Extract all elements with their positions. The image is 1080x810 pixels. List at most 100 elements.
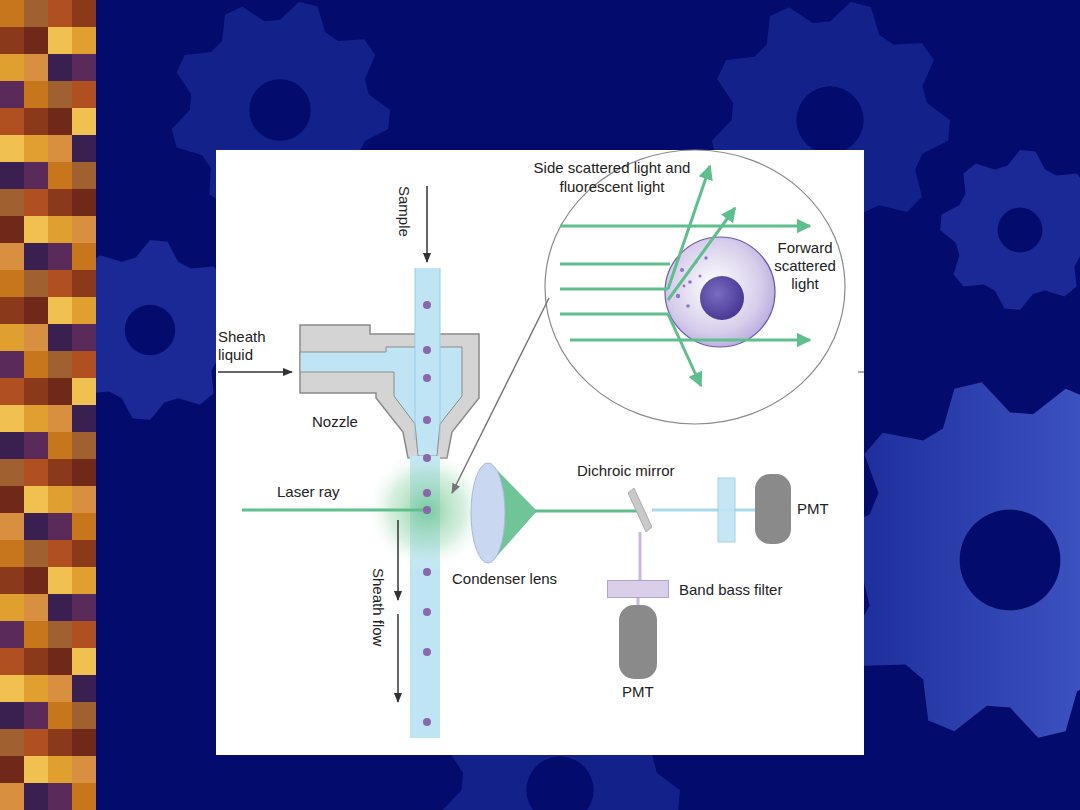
- texture-block: [24, 135, 48, 162]
- texture-block: [72, 270, 96, 297]
- flow-arrow: [397, 614, 399, 702]
- cell-dot: [423, 416, 431, 424]
- cell-dot: [423, 374, 431, 382]
- texture-block: [72, 135, 96, 162]
- texture-block: [0, 270, 24, 297]
- texture-block: [24, 405, 48, 432]
- texture-block: [72, 216, 96, 243]
- gear-shape: [940, 150, 1080, 310]
- texture-block: [0, 594, 24, 621]
- texture-block: [72, 486, 96, 513]
- texture-block: [0, 486, 24, 513]
- texture-block: [48, 27, 72, 54]
- texture-block: [24, 783, 48, 810]
- texture-block: [48, 459, 72, 486]
- inlet-label: Sheath liquid: [218, 328, 280, 364]
- pmt-detector: PMT: [755, 474, 791, 544]
- texture-block: [0, 351, 24, 378]
- mirror-shape: [628, 488, 652, 532]
- texture-block: [0, 540, 24, 567]
- texture-block: [48, 486, 72, 513]
- texture-block: [24, 108, 48, 135]
- band-pass-filter: Band bass filter: [607, 580, 669, 598]
- light-path: [639, 532, 642, 580]
- texture-block: [72, 756, 96, 783]
- texture-block: [0, 378, 24, 405]
- texture-block: [0, 216, 24, 243]
- texture-block: [48, 405, 72, 432]
- texture-block: [24, 702, 48, 729]
- texture-block: [0, 459, 24, 486]
- texture-block: [48, 648, 72, 675]
- texture-block: [72, 621, 96, 648]
- texture-block: [48, 0, 72, 27]
- texture-block: [0, 783, 24, 810]
- texture-block: [48, 351, 72, 378]
- dichroic-mirror: Dichroic mirror: [628, 488, 652, 532]
- texture-block: [48, 81, 72, 108]
- node-label: PMT: [797, 500, 829, 518]
- texture-block: [72, 324, 96, 351]
- texture-block: [24, 81, 48, 108]
- mirror-glass: [628, 488, 652, 532]
- texture-block: [24, 729, 48, 756]
- cell-dot: [423, 718, 431, 726]
- texture-block: [72, 540, 96, 567]
- texture-block: [0, 567, 24, 594]
- texture-block: [48, 243, 72, 270]
- texture-block: [0, 405, 24, 432]
- texture-block: [0, 513, 24, 540]
- texture-block: [24, 351, 48, 378]
- texture-block: [0, 729, 24, 756]
- gear-decoration: [60, 2, 1080, 810]
- texture-block: [0, 27, 24, 54]
- texture-block: [0, 324, 24, 351]
- texture-block: [0, 297, 24, 324]
- texture-block: [48, 432, 72, 459]
- texture-block: [72, 702, 96, 729]
- part-label: Condenser lens: [452, 570, 557, 588]
- texture-block: [48, 621, 72, 648]
- texture-block: [48, 702, 72, 729]
- texture-block: [24, 513, 48, 540]
- texture-block: [24, 270, 48, 297]
- cell-dot: [423, 489, 431, 497]
- nozzle-channel: [300, 347, 462, 456]
- nozzle-body: [300, 325, 479, 458]
- texture-block: [72, 567, 96, 594]
- texture-block: [48, 135, 72, 162]
- texture-block: [48, 513, 72, 540]
- texture-block: [72, 783, 96, 810]
- node-label: PMT: [622, 683, 654, 701]
- texture-block: [24, 486, 48, 513]
- texture-block: [72, 378, 96, 405]
- scatter-rays: [560, 166, 810, 386]
- texture-block: [24, 27, 48, 54]
- texture-block: [24, 432, 48, 459]
- cell-dot: [423, 506, 431, 514]
- texture-block: [0, 432, 24, 459]
- light-label: Side scattered light and fluorescent lig…: [532, 158, 692, 196]
- cells: [423, 301, 431, 726]
- gear-shape: [60, 240, 240, 420]
- texture-block: [0, 702, 24, 729]
- texture-block: [48, 216, 72, 243]
- texture-block: [72, 297, 96, 324]
- texture-block: [72, 243, 96, 270]
- condenser-lens: [471, 463, 505, 563]
- cell-dot: [423, 648, 431, 656]
- texture-block: [72, 432, 96, 459]
- texture-block: [72, 0, 96, 27]
- node-label: Dichroic mirror: [577, 462, 675, 480]
- texture-strip: [0, 0, 96, 810]
- cell-dot: [423, 346, 431, 354]
- optical-filter: [718, 478, 735, 542]
- texture-block: [72, 405, 96, 432]
- texture-block: [24, 162, 48, 189]
- texture-block: [48, 189, 72, 216]
- texture-block: [24, 378, 48, 405]
- texture-block: [24, 540, 48, 567]
- texture-block: [48, 567, 72, 594]
